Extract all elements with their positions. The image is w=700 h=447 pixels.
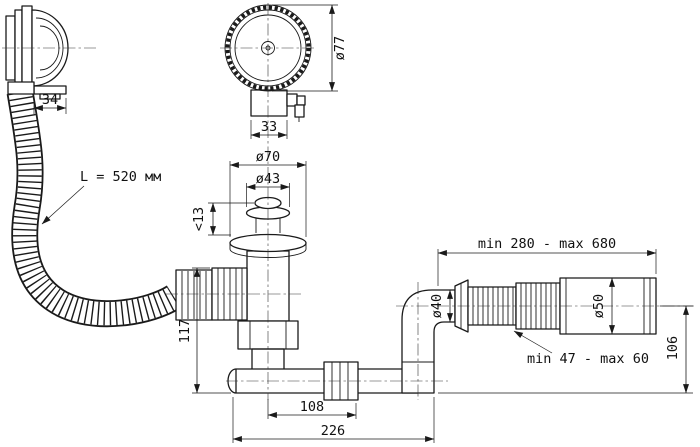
drain-assembly	[211, 196, 307, 369]
bottom-pipe	[227, 289, 456, 401]
dim-drain-flange-diameter: ø70	[256, 149, 280, 165]
dim-span-total: 226	[321, 423, 345, 439]
dim-elbow-diameter: ø40	[429, 294, 445, 318]
dim-outlet-drop: 106	[665, 336, 681, 360]
overflow-front-view	[224, 4, 312, 122]
dim-outlet-length-range: min 280 - max 680	[478, 236, 616, 252]
dimensions: 34 ø77 33 L = 520 мм ø70 ø43 <13 117 min…	[33, 4, 693, 443]
hose-length-leader	[41, 185, 85, 225]
dim-cap-gap: <13	[191, 207, 207, 231]
hose-spigot	[7, 81, 35, 95]
hose-coupler	[175, 269, 213, 321]
dim-overflow-depth: 34	[42, 92, 58, 108]
overflow-body	[250, 89, 288, 117]
adjust-range-leader	[513, 330, 553, 354]
label-hose-length: L = 520 мм	[80, 169, 161, 185]
corrugated-hose	[6, 81, 213, 328]
dim-corrugation-adjust-range: min 47 - max 60	[527, 351, 649, 367]
cable-nipple	[286, 93, 298, 107]
dim-overflow-body-width: 33	[261, 119, 277, 135]
dim-outlet-pipe-diameter: ø50	[591, 294, 607, 318]
dim-span-drain-to-union: 108	[300, 399, 324, 415]
dim-overflow-face-diameter: ø77	[332, 36, 348, 60]
cap-legs	[255, 218, 281, 233]
dim-drain-height: 117	[177, 319, 193, 343]
centerlines	[2, 3, 694, 400]
cable-pin	[294, 104, 305, 118]
drain-tailpipe	[251, 348, 285, 369]
dim-drain-cap-diameter: ø43	[256, 171, 280, 187]
